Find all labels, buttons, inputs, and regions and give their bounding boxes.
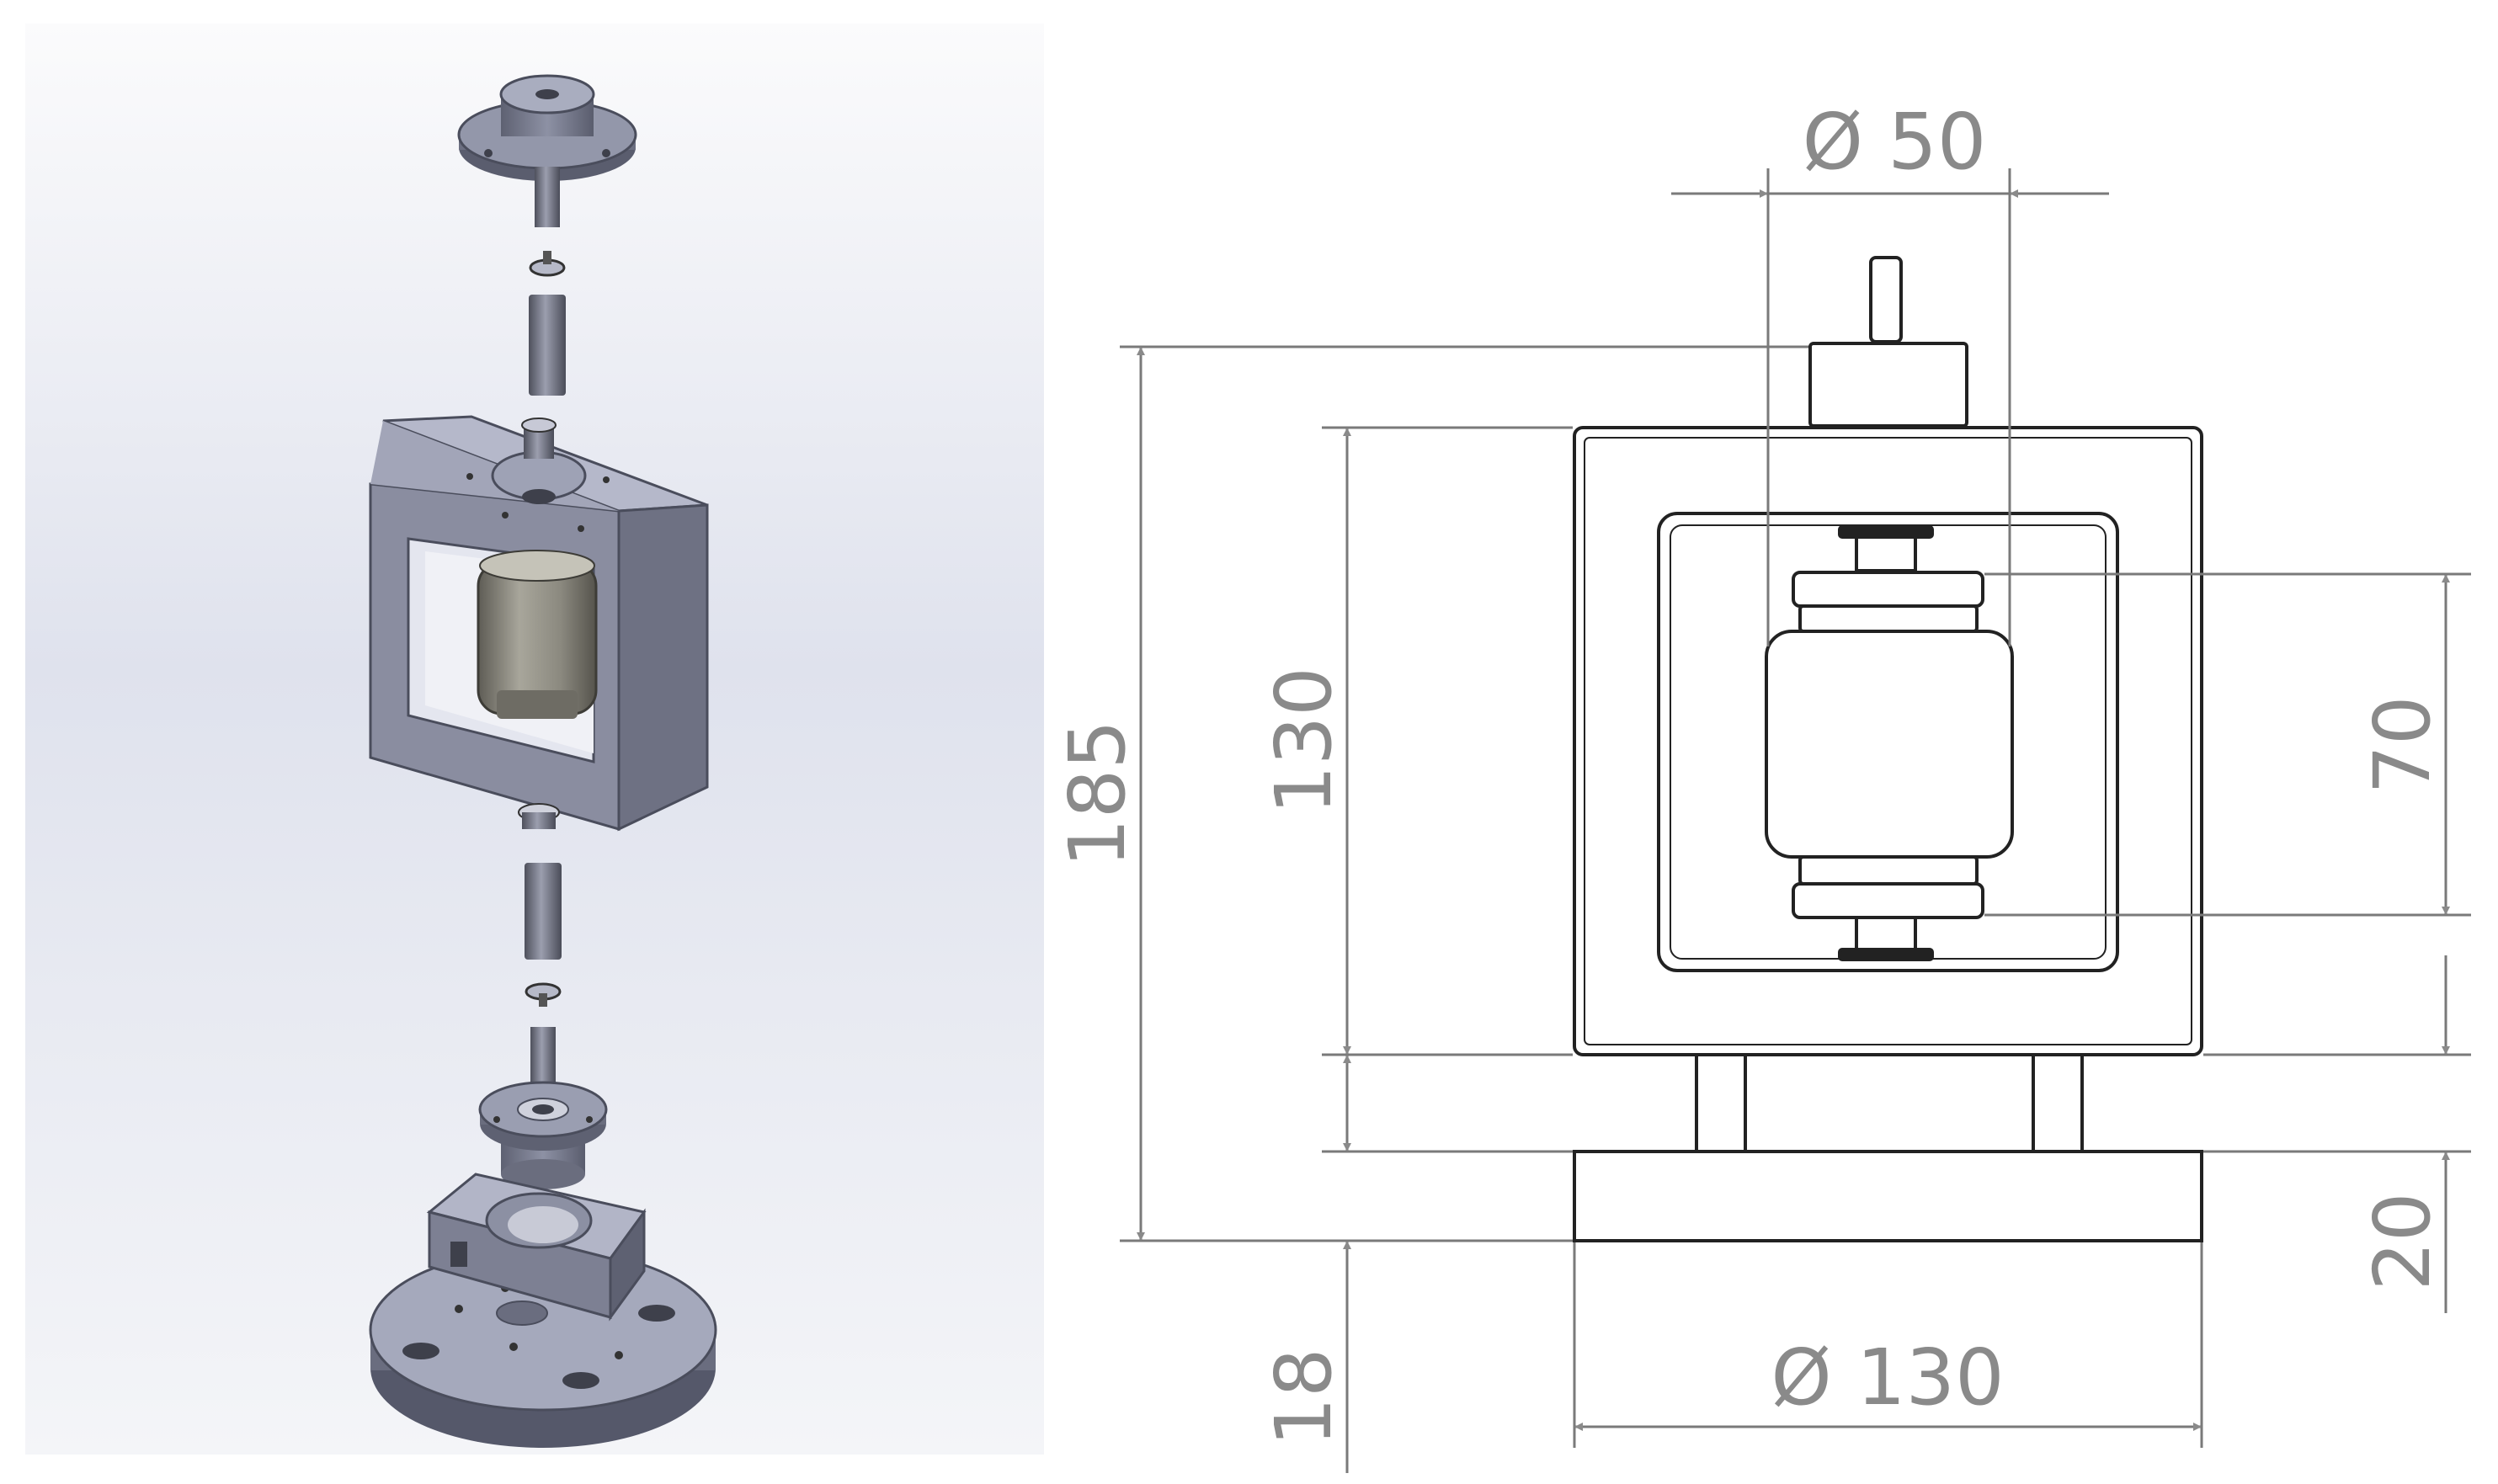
upper-washer [529, 251, 566, 277]
adapter-block [426, 1173, 647, 1326]
lower-nut [518, 803, 560, 829]
base-plate-2d [1573, 1150, 2203, 1242]
exploded-3d-view [25, 24, 1044, 1455]
lower-connector-rod [525, 863, 562, 960]
sensor-cylinder-3d [477, 550, 598, 719]
label-cylinder-height: 70 [2357, 695, 2447, 794]
lower-washer [525, 982, 562, 1007]
outer-frame [1573, 426, 2203, 1056]
top-mounting-flange [457, 74, 637, 181]
label-base-diameter: Ø 130 [1771, 1332, 2004, 1423]
sensor-cylinder-2d [1765, 571, 2014, 919]
top-shaft [1869, 256, 1903, 343]
engineering-drawing [1573, 256, 2203, 1242]
dimension-labels: Ø 50 185 130 18 70 20 Ø 130 [1052, 97, 2447, 1447]
upper-threaded-rod [535, 167, 560, 227]
left-leg [1695, 1053, 1747, 1153]
upper-connector-rod [529, 295, 566, 396]
inner-window [1657, 512, 2119, 972]
right-leg [2032, 1053, 2084, 1153]
lower-mounting-flange [478, 1081, 608, 1189]
label-frame-height: 130 [1259, 667, 1349, 815]
label-top-diameter: Ø 50 [1803, 97, 1987, 187]
label-bottom-gap: 18 [1259, 1348, 1349, 1446]
dimension-lines [1137, 189, 2450, 1473]
label-base-thickness: 20 [2357, 1192, 2447, 1290]
label-total-height: 185 [1052, 720, 1142, 868]
top-cap [1808, 342, 1968, 428]
extension-lines [1120, 168, 2471, 1448]
